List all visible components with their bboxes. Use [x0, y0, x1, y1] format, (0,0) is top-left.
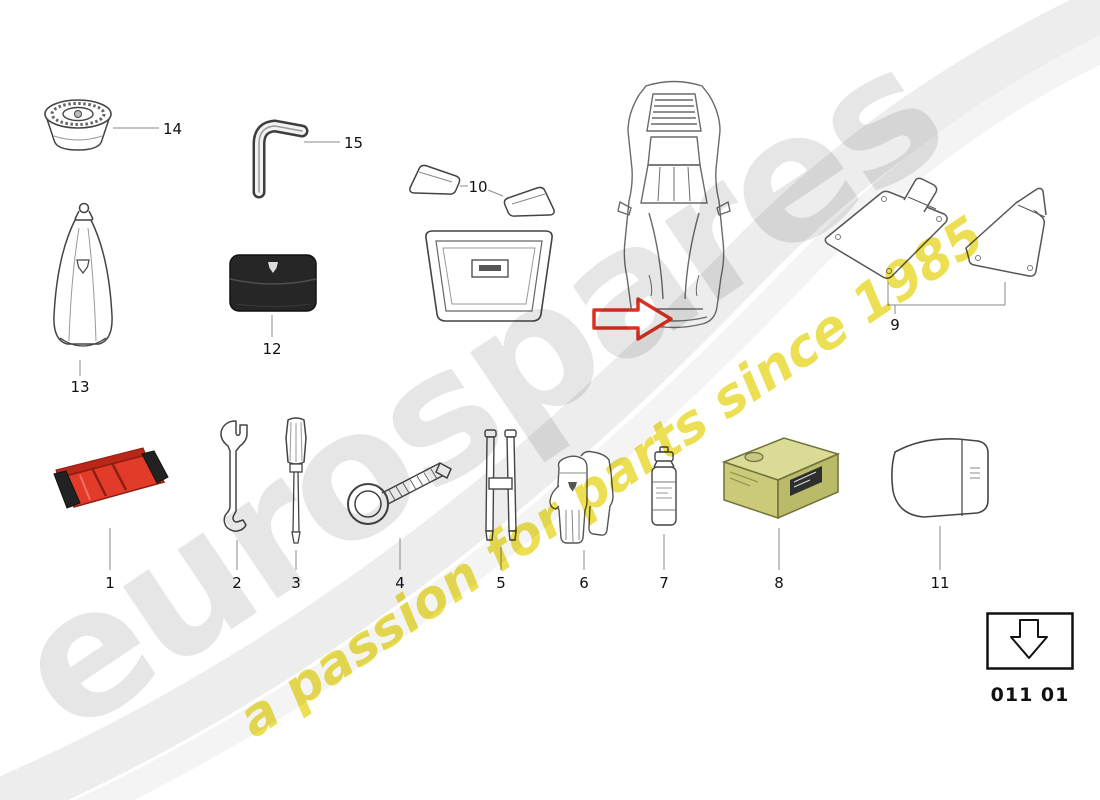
part-wheel-bolt-adapter[interactable]: [34, 92, 124, 164]
part-label-15[interactable]: 15: [344, 134, 364, 152]
gloves-icon: [549, 450, 614, 544]
part-label-11[interactable]: 11: [930, 574, 950, 592]
part-wrench[interactable]: [214, 420, 262, 538]
side-cover-icon: [891, 437, 989, 518]
protective-covers-icon: [824, 177, 1047, 280]
part-sealant-bottle[interactable]: [641, 446, 687, 532]
part-label-13[interactable]: 13: [70, 378, 90, 396]
part-label-14[interactable]: 14: [163, 120, 183, 138]
wheel-bolt-adapter-icon: [44, 99, 112, 151]
part-label-7[interactable]: 7: [659, 574, 669, 592]
part-storage-tray[interactable]: [415, 222, 563, 330]
down-arrow-icon: [986, 612, 1074, 670]
part-protective-covers[interactable]: [818, 172, 1053, 324]
part-red-toolkit-case[interactable]: [48, 438, 176, 526]
part-air-compressor[interactable]: [710, 424, 848, 526]
part-side-cover[interactable]: [882, 430, 999, 524]
bracket-left-icon: [409, 164, 461, 195]
bracket-right-icon: [503, 186, 555, 217]
wrench-icon: [220, 420, 248, 532]
part-bracket-right[interactable]: [500, 182, 558, 220]
screwdriver-icon: [285, 417, 307, 544]
part-label-5[interactable]: 5: [496, 574, 506, 592]
part-label-2[interactable]: 2: [232, 574, 242, 592]
right-arrow-icon: [592, 297, 673, 341]
part-label-8[interactable]: 8: [774, 574, 784, 592]
part-label-4[interactable]: 4: [395, 574, 405, 592]
part-label-10[interactable]: 10: [468, 178, 488, 196]
tow-hook-icon: [347, 461, 452, 525]
diagram-code-block: 011 01: [986, 612, 1078, 712]
part-tool-pouch[interactable]: [228, 252, 318, 314]
part-hex-key[interactable]: [240, 110, 312, 202]
part-gloves[interactable]: [547, 446, 621, 548]
storage-tray-icon: [425, 230, 553, 322]
part-bracket-left[interactable]: [406, 160, 464, 198]
air-compressor-icon: [721, 437, 841, 520]
tool-bag-icon: [53, 202, 113, 347]
part-label-1[interactable]: 1: [105, 574, 115, 592]
part-jack-rod[interactable]: [477, 428, 527, 545]
part-label-12[interactable]: 12: [262, 340, 282, 358]
part-label-3[interactable]: 3: [291, 574, 301, 592]
part-screwdriver[interactable]: [277, 416, 315, 548]
car-top-view: [600, 72, 748, 347]
car-outline-icon: [617, 80, 731, 329]
part-tow-hook[interactable]: [338, 444, 460, 536]
part-tool-bag[interactable]: [32, 198, 132, 360]
part-label-6[interactable]: 6: [579, 574, 589, 592]
direction-arrow: [592, 296, 674, 342]
part-label-9[interactable]: 9: [890, 316, 900, 334]
red-toolkit-case-icon: [53, 447, 169, 509]
jack-rod-icon: [484, 429, 517, 541]
sealant-bottle-icon: [651, 446, 677, 526]
diagram-part-code: 011 01: [990, 684, 1070, 706]
hex-key-icon: [252, 119, 309, 199]
tool-pouch-icon: [229, 254, 317, 312]
